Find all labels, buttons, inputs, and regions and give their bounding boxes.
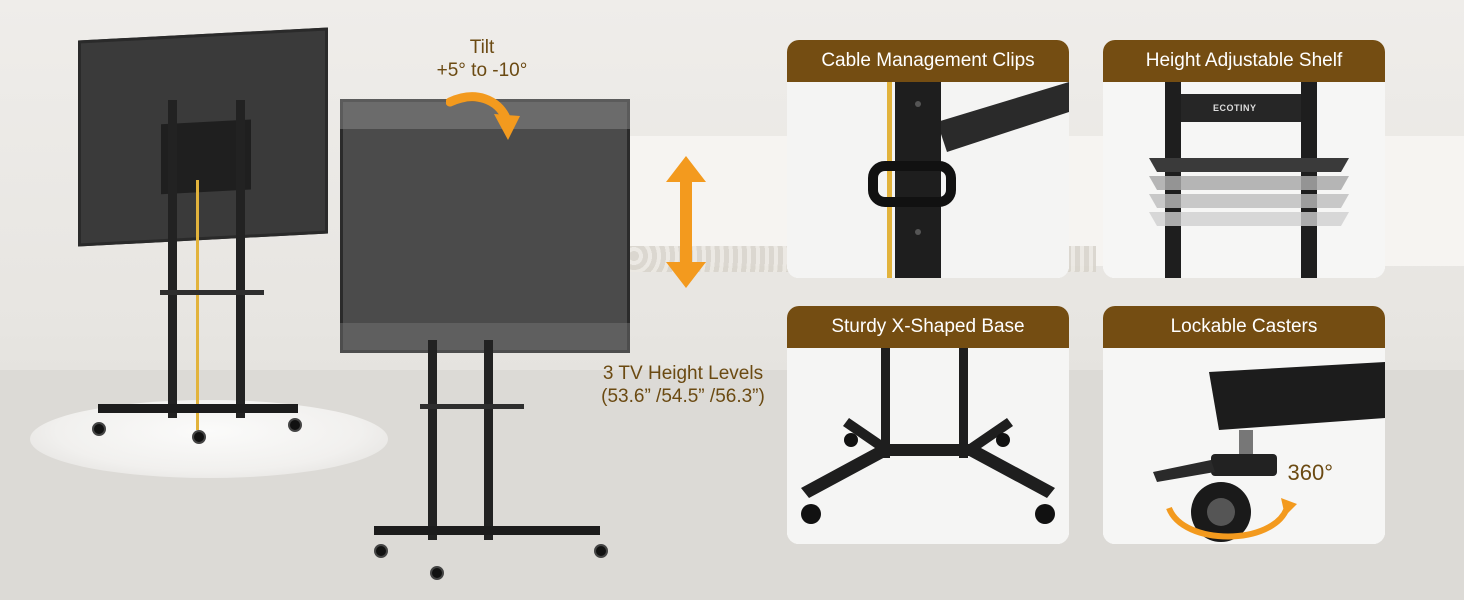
rear-shelf xyxy=(160,290,264,295)
card-title: Height Adjustable Shelf xyxy=(1103,40,1385,82)
feature-card-cable-clips: Cable Management Clips xyxy=(787,40,1069,278)
front-base-bar xyxy=(374,526,600,535)
rear-cable xyxy=(196,180,199,430)
tilt-ghost-top xyxy=(340,99,630,129)
caster-photo xyxy=(1103,348,1385,544)
rear-stand-pole-left xyxy=(168,100,177,418)
x-base-photo xyxy=(787,348,1069,544)
front-caster-2 xyxy=(430,566,444,580)
tilt-label: Tilt +5° to -10° xyxy=(412,36,552,82)
front-stand-pole-left xyxy=(428,340,437,540)
front-caster-3 xyxy=(594,544,608,558)
rear-stand-pole-right xyxy=(236,100,245,418)
shelf-photo: ECOTINY xyxy=(1103,82,1385,278)
feature-card-lockable-casters: Lockable Casters 360° xyxy=(1103,306,1385,544)
rear-caster-3 xyxy=(288,418,302,432)
tilt-range: +5° to -10° xyxy=(436,60,528,82)
card-title: Lockable Casters xyxy=(1103,306,1385,348)
height-levels-title: 3 TV Height Levels xyxy=(602,363,764,384)
rear-base-bar xyxy=(98,404,298,413)
tilt-title: Tilt xyxy=(469,37,495,58)
tv-rear-view xyxy=(78,27,328,247)
rear-caster-1 xyxy=(92,422,106,436)
rotation-degrees: 360° xyxy=(1287,460,1333,485)
cable-clip-photo xyxy=(787,82,1069,278)
card-title: Cable Management Clips xyxy=(787,40,1069,82)
front-caster-1 xyxy=(374,544,388,558)
front-shelf xyxy=(420,404,524,409)
feature-card-adjustable-shelf: Height Adjustable Shelf ECOTINY xyxy=(1103,40,1385,278)
rear-caster-2 xyxy=(192,430,206,444)
height-levels-label: 3 TV Height Levels (53.6” /54.5” /56.3”) xyxy=(586,362,780,408)
height-arrow-icon xyxy=(666,156,706,288)
tv-front-view xyxy=(340,99,630,353)
front-stand-pole-right xyxy=(484,340,493,540)
tilt-arrow-icon xyxy=(446,92,520,140)
display-platform xyxy=(30,400,388,478)
feature-card-x-base: Sturdy X-Shaped Base xyxy=(787,306,1069,544)
card-title: Sturdy X-Shaped Base xyxy=(787,306,1069,348)
shelf-brand-text: ECOTINY xyxy=(1213,103,1257,113)
height-levels-values: (53.6” /54.5” /56.3”) xyxy=(601,386,765,408)
